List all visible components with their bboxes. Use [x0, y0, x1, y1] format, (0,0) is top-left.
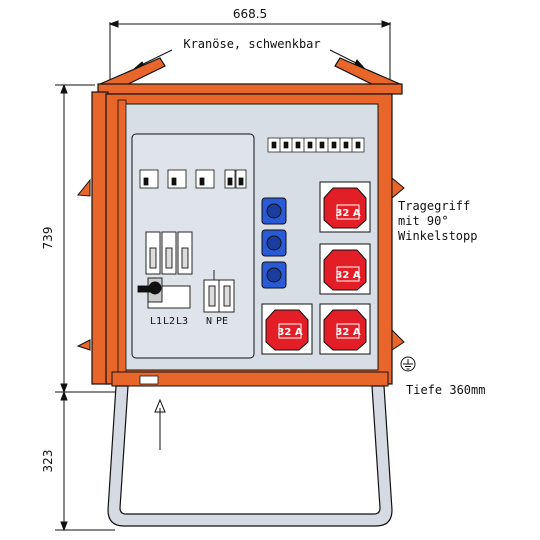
cee-rating-2: 32 A [335, 270, 360, 281]
phase-l3: L3 [176, 316, 188, 327]
depth-label: Tiefe 360mm [406, 383, 485, 397]
stand-arrow [154, 398, 166, 450]
top-breaker-strip [267, 137, 365, 153]
pe-label: PE [216, 316, 228, 327]
neutral-label: N [206, 316, 212, 327]
main-switch [137, 231, 193, 309]
housing-base [111, 371, 389, 387]
earth-symbol-icon [400, 356, 416, 372]
crane-eye-arrows [131, 49, 366, 71]
door-frame [117, 99, 127, 373]
cee-socket-3: 32 A [261, 303, 313, 355]
handle-label-2: mit 90° [398, 214, 449, 228]
handle-label-1: Tragegriff [398, 199, 470, 213]
mcb-row [139, 169, 247, 189]
height-dimension [55, 83, 115, 532]
crane-eye-label: Kranöse, schwenkbar [183, 37, 320, 51]
cee-socket-1: 32 A [319, 181, 371, 233]
cee-socket-4: 32 A [319, 303, 371, 355]
cee-rating-3: 32 A [277, 327, 302, 338]
roof [97, 57, 403, 95]
width-value: 668.5 [233, 7, 267, 21]
side-handles [76, 176, 405, 351]
cee-socket-2: 32 A [319, 243, 371, 295]
cee-rating-4: 32 A [335, 327, 360, 338]
phase-l2: L2 [163, 316, 175, 327]
schuko-sockets [261, 197, 287, 289]
cee-rating-1: 32 A [335, 208, 360, 219]
phase-l1: L1 [150, 316, 162, 327]
base-slot [139, 375, 159, 385]
height-stand-value: 323 [41, 450, 55, 473]
handle-label-3: Winkelstopp [398, 229, 477, 243]
n-pe-terminals [203, 270, 235, 313]
height-housing-value: 739 [41, 227, 55, 250]
stand-frame [107, 385, 393, 527]
